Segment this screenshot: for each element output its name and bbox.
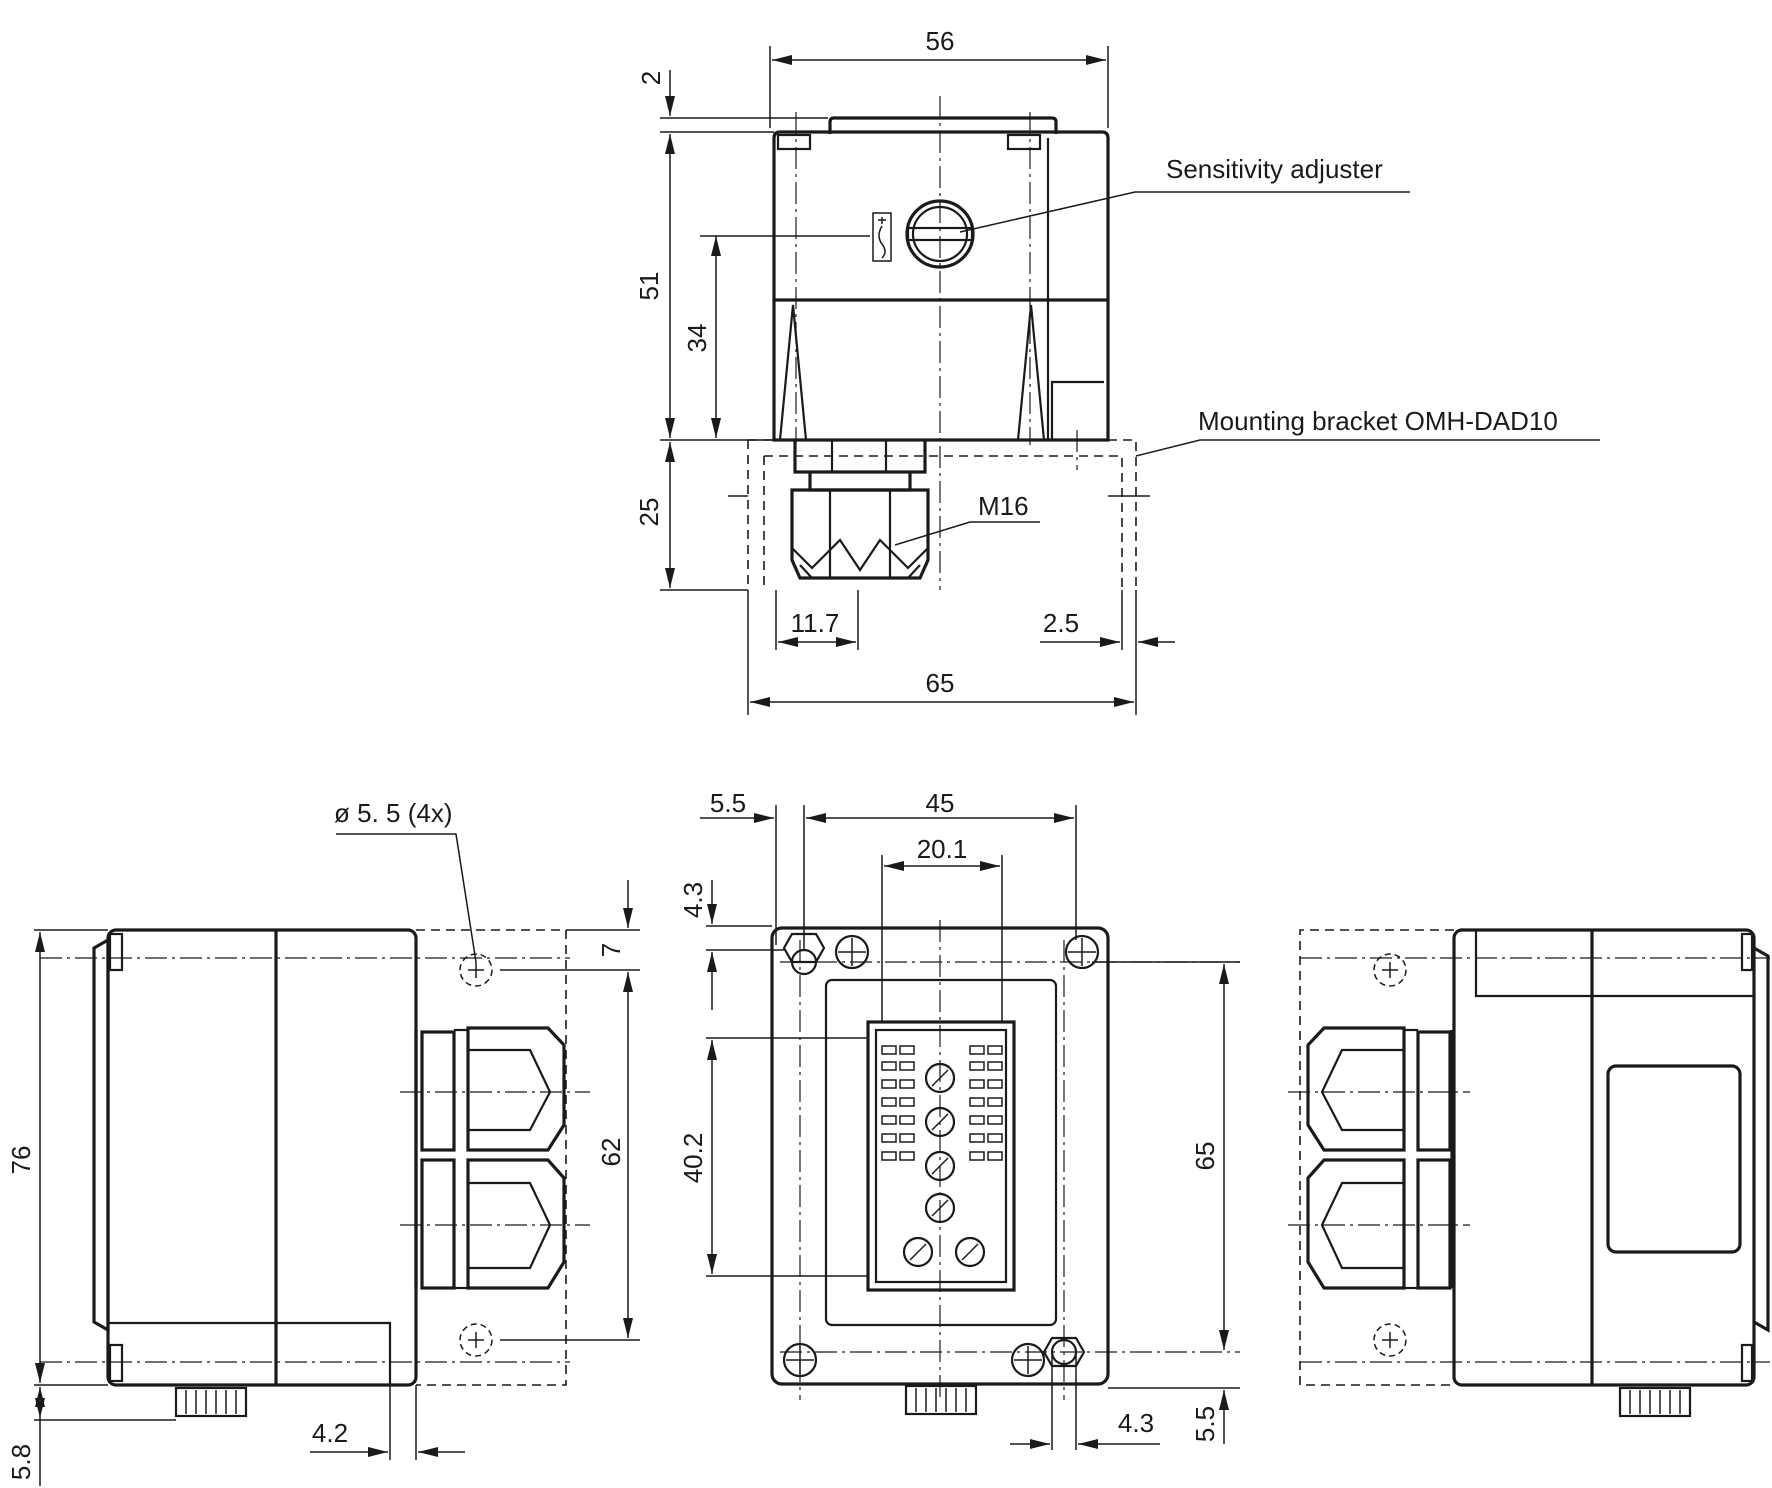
dim-front-top-hole-offset: 4.3: [678, 882, 708, 918]
dim-side-hole-spacing: 62: [596, 1138, 626, 1167]
label-thread: M16: [978, 491, 1029, 521]
dim-top-bracket-width: 65: [926, 668, 955, 698]
dim-side-hole-top-offset: 7: [596, 943, 626, 957]
left-side-view: [34, 833, 640, 1486]
dim-front-hole-vertical-spacing: 65: [1190, 1142, 1220, 1171]
dim-front-hole-offset: 5.5: [710, 788, 746, 818]
top-view: [660, 46, 1600, 715]
dim-top-adjuster-height: 34: [682, 324, 712, 353]
led-array: [881, 1045, 1003, 1161]
dim-front-panel-height: 40.2: [678, 1133, 708, 1184]
dim-front-panel-width: 20.1: [917, 834, 968, 864]
right-side-view: [1288, 928, 1770, 1418]
dim-side-height: 76: [6, 1146, 36, 1175]
front-view: [700, 805, 1240, 1450]
dim-top-width: 56: [926, 26, 955, 56]
dim-side-foot-height: 5.8: [6, 1444, 36, 1480]
dim-top-bracket-depth: 25: [634, 498, 664, 527]
label-mounting-bracket: Mounting bracket OMH-DAD10: [1198, 406, 1558, 436]
label-sensitivity-adjuster: Sensitivity adjuster: [1166, 154, 1383, 184]
dim-front-hole-spacing: 45: [926, 788, 955, 818]
dim-side-bracket-offset: 4.2: [312, 1418, 348, 1448]
label-hole-diameter: ø 5. 5 (4x): [334, 798, 452, 828]
dim-top-bracket-offset: 2.5: [1043, 608, 1079, 638]
dim-front-bottom-hole-offset: 5.5: [1190, 1406, 1220, 1442]
dim-front-right-hole-offset: 4.3: [1118, 1408, 1154, 1438]
dim-top-gland-width: 11.7: [791, 608, 840, 638]
dim-top-lid-offset: 2: [636, 71, 666, 85]
dim-top-height: 51: [634, 272, 664, 301]
